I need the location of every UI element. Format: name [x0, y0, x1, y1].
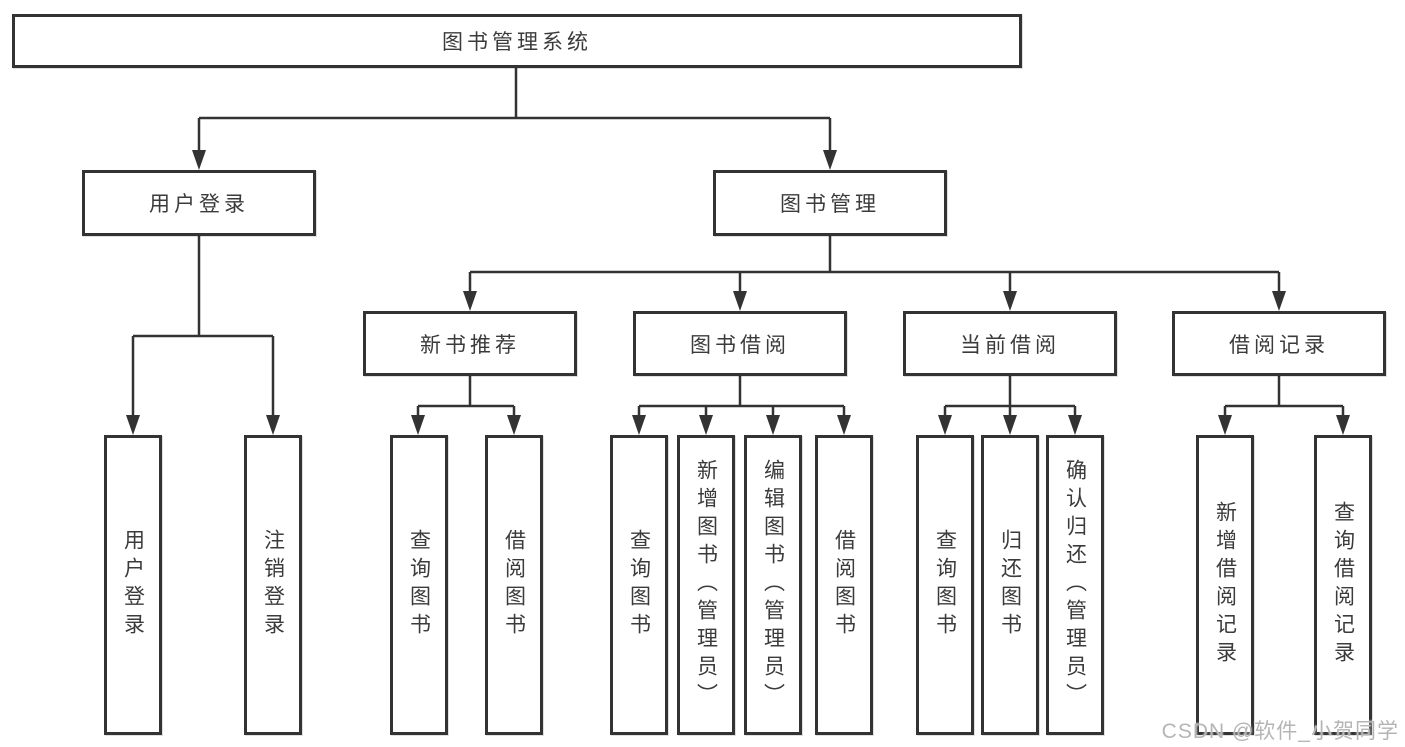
leaf-label: 新增借阅记录	[1213, 501, 1237, 669]
leaf-label: 归还图书	[998, 529, 1022, 641]
node-label: 图书管理系统	[442, 31, 592, 54]
leaf-confirm-return-admin: 确认归还（管理员）	[1046, 435, 1104, 735]
node-label: 图书管理	[780, 193, 880, 216]
node-current-borrow: 当前借阅	[903, 311, 1117, 376]
leaf-add-borrow-record: 新增借阅记录	[1196, 435, 1254, 735]
leaf-borrow-books-borrow: 借阅图书	[815, 435, 873, 735]
leaf-label: 编辑图书（管理员）	[761, 459, 785, 711]
node-library-management-system: 图书管理系统	[12, 14, 1022, 68]
leaf-label: 确认归还（管理员）	[1063, 459, 1087, 711]
leaf-label: 新增图书（管理员）	[694, 459, 718, 711]
node-label: 用户登录	[149, 193, 249, 216]
node-book-borrow: 图书借阅	[633, 311, 847, 376]
node-label: 新书推荐	[420, 333, 520, 357]
leaf-label: 查询借阅记录	[1331, 501, 1355, 669]
leaf-label: 查询图书	[407, 529, 431, 641]
leaf-add-book-admin: 新增图书（管理员）	[677, 435, 735, 735]
leaf-query-books-recommend: 查询图书	[390, 435, 448, 735]
node-user-login: 用户登录	[82, 170, 316, 236]
leaf-logout: 注销登录	[244, 435, 302, 735]
csdn-watermark: CSDN @软件_小贺同学	[1161, 720, 1399, 743]
leaf-borrow-books-recommend: 借阅图书	[485, 435, 543, 735]
leaf-label: 注销登录	[261, 529, 285, 641]
node-borrow-records: 借阅记录	[1172, 311, 1386, 376]
leaf-return-book: 归还图书	[981, 435, 1039, 735]
leaf-query-books-borrow: 查询图书	[610, 435, 668, 735]
leaf-label: 借阅图书	[832, 529, 856, 641]
leaf-label: 借阅图书	[502, 529, 526, 641]
leaf-label: 查询图书	[627, 529, 651, 641]
node-label: 图书借阅	[690, 333, 790, 357]
leaf-query-borrow-record: 查询借阅记录	[1314, 435, 1372, 735]
node-book-management: 图书管理	[713, 170, 947, 236]
leaf-label: 查询图书	[933, 529, 957, 641]
leaf-user-login: 用户登录	[104, 435, 162, 735]
node-new-book-recommend: 新书推荐	[363, 311, 577, 376]
leaf-label: 用户登录	[121, 529, 145, 641]
node-label: 当前借阅	[960, 333, 1060, 357]
leaf-edit-book-admin: 编辑图书（管理员）	[744, 435, 802, 735]
arrowheads	[126, 150, 1350, 435]
node-label: 借阅记录	[1229, 333, 1329, 357]
leaf-query-books-current: 查询图书	[916, 435, 974, 735]
